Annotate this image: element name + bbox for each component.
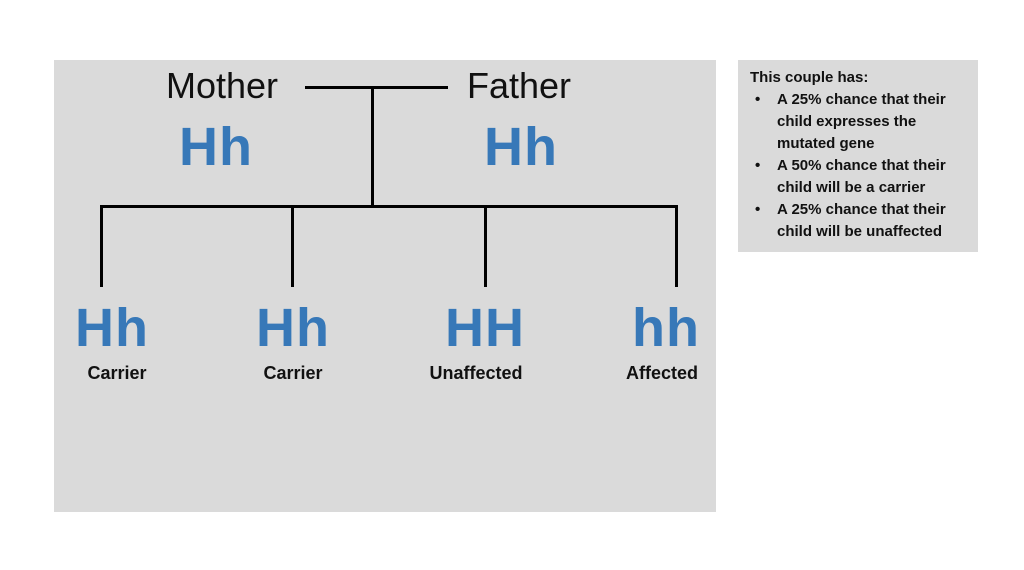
child-drop-line <box>291 205 294 287</box>
info-box-bullet-list: • A 25% chance that their child expresse… <box>750 89 968 243</box>
info-box-bullet: • A 50% chance that their child will be … <box>750 155 968 199</box>
child-drop-line <box>100 205 103 287</box>
child-genotype: hh <box>632 298 700 358</box>
child-genotype: HH <box>445 298 525 358</box>
child-status: Affected <box>625 363 699 383</box>
bullet-icon: • <box>755 91 761 108</box>
info-box-bullet-text: A 25% chance that their child expresses … <box>777 91 946 152</box>
father-label: Father <box>466 65 572 106</box>
info-box-bullet: • A 25% chance that their child expresse… <box>750 89 968 155</box>
father-genotype: Hh <box>484 117 558 177</box>
child-drop-line <box>675 205 678 287</box>
child-genotype: Hh <box>256 298 330 358</box>
marriage-line <box>305 86 448 89</box>
child-genotype: Hh <box>75 298 149 358</box>
bullet-icon: • <box>755 201 761 218</box>
mother-genotype: Hh <box>179 117 253 177</box>
info-box-bullet-text: A 50% chance that their child will be a … <box>777 157 946 196</box>
child-status: Unaffected <box>429 363 523 383</box>
info-box: This couple has: • A 25% chance that the… <box>738 60 978 252</box>
sibship-line <box>100 205 678 208</box>
info-box-bullet: • A 25% chance that their child will be … <box>750 199 968 243</box>
info-box-title: This couple has: <box>750 69 869 86</box>
child-status: Carrier <box>263 363 323 383</box>
mother-label: Mother <box>165 65 279 106</box>
child-drop-line <box>484 205 487 287</box>
info-box-bullet-text: A 25% chance that their child will be un… <box>777 201 946 240</box>
bullet-icon: • <box>755 157 761 174</box>
pedigree-panel <box>54 60 716 512</box>
parent-descent-line <box>371 86 374 208</box>
child-status: Carrier <box>87 363 147 383</box>
